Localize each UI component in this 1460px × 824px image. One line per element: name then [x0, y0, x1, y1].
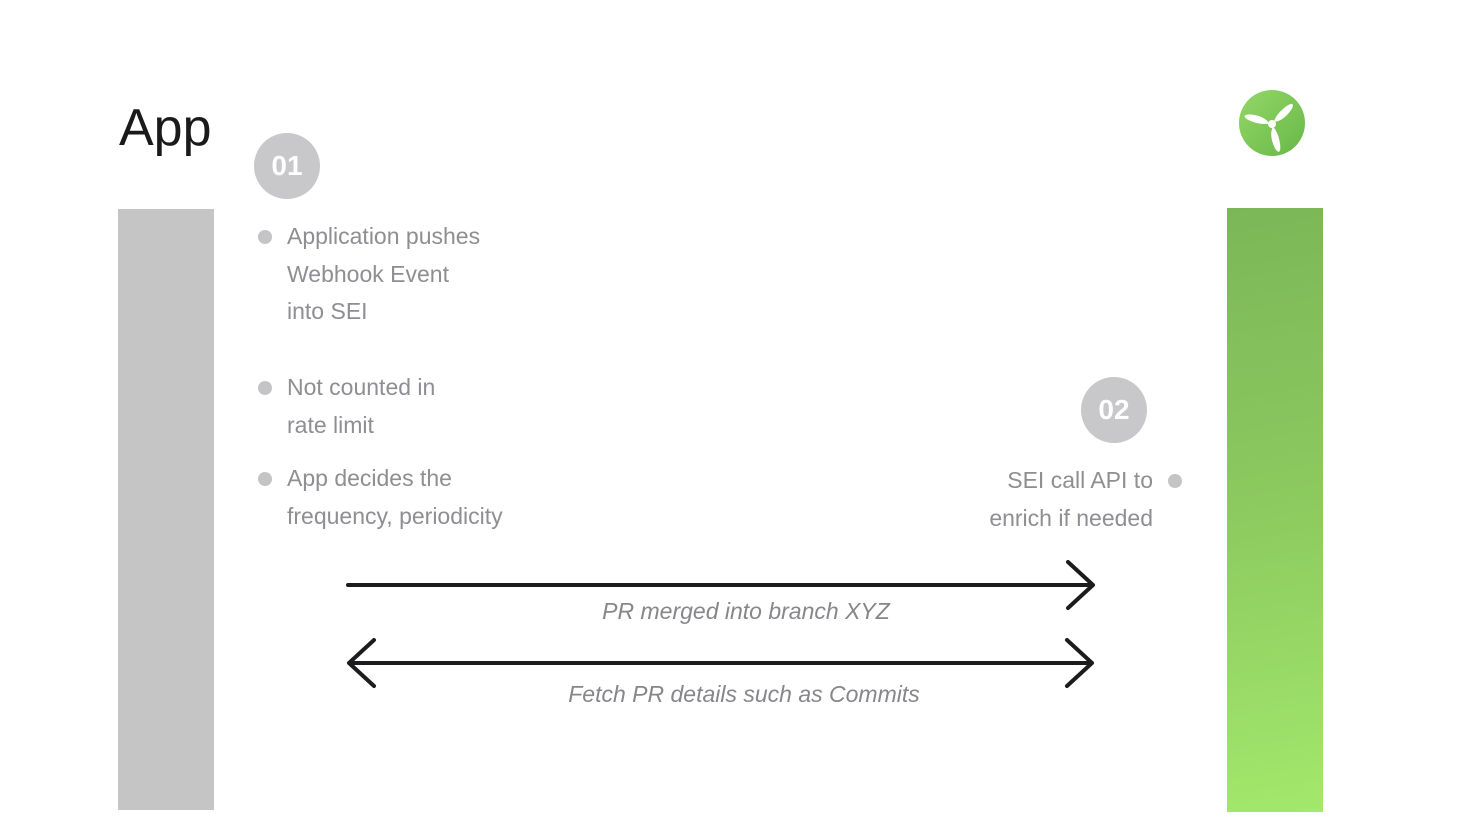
bullet-line: into SEI [287, 298, 368, 324]
list-item: Application pushes Webhook Event into SE… [258, 218, 480, 331]
bullet-line: enrich if needed [989, 504, 1153, 531]
step-badge-02-label: 02 [1098, 394, 1130, 425]
flow-arrows [346, 560, 1095, 688]
bullet-line: SEI call API to [1007, 467, 1153, 493]
bullet-item-text: App decides the frequency, periodicity [287, 460, 503, 535]
bullet-dot-icon [1168, 474, 1182, 488]
step-badge-02: 02 [1081, 377, 1147, 443]
bullet-line: Application pushes [287, 223, 481, 249]
propeller-logo-icon [1239, 90, 1305, 156]
bullet-line: Webhook Event [287, 260, 449, 287]
bullet-dot-icon [258, 381, 272, 395]
list-item: SEI call API to enrich if needed [989, 462, 1153, 537]
bullet-line: App decides the [287, 465, 452, 491]
step-badge-01: 01 [254, 133, 320, 199]
forward-arrow-icon [346, 560, 1095, 610]
bullet-line: rate limit [287, 411, 374, 438]
forward-arrow-label: PR merged into branch XYZ [602, 598, 890, 624]
backward-arrow-label: Fetch PR details such as Commits [568, 681, 920, 707]
step-badge-01-label: 01 [271, 150, 303, 181]
bullet-item-text: Not counted in rate limit [287, 369, 435, 444]
bullet-line: Not counted in [287, 374, 436, 400]
list-item: Not counted in rate limit [258, 369, 435, 444]
bullet-item-text: Application pushes Webhook Event into SE… [287, 218, 480, 331]
bullet-dot-icon [258, 230, 272, 244]
left-gray-bar [118, 209, 214, 810]
bullet-line: frequency, periodicity [287, 502, 503, 529]
list-item: App decides the frequency, periodicity [258, 460, 503, 535]
double-arrow-icon [347, 638, 1094, 688]
page-title: App [119, 99, 212, 157]
bullet-dot-icon [258, 472, 272, 486]
right-green-bar [1227, 208, 1323, 812]
